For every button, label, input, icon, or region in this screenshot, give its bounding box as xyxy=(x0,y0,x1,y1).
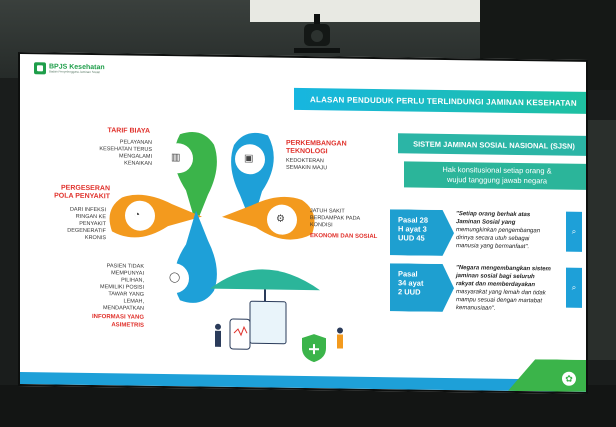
search-icon: ⌕ xyxy=(571,226,577,236)
reason-body-informasi: PASIEN TIDAK MEMPUNYAI PILIHAN, MEMILIKI… xyxy=(80,263,144,313)
sjsn-banner: SISTEM JAMINAN SOSIAL NASIONAL (SJSN) xyxy=(398,133,588,156)
briefcase-icon: ▣ xyxy=(244,153,254,165)
quote-line: manusia yang bermanfaat". xyxy=(456,243,530,251)
quote-line: kemanusiaan". xyxy=(456,305,496,312)
reason-body-ekonomi: JATUH SAKIT BERDAMPAK PADA KONDISI xyxy=(310,208,372,230)
reason-body-line: KENAIKAN xyxy=(124,160,152,167)
hak-line: wujud tanggung jawab negara xyxy=(446,174,548,186)
pie-icon: ◔ xyxy=(134,209,141,221)
gear-icon: ⚙ xyxy=(276,213,285,225)
pasal-34-search-button[interactable]: ⌕ xyxy=(566,267,582,308)
pasal-28-search-button[interactable]: ⌕ xyxy=(566,211,582,252)
reason-body-pola: DARI INFEKSI RINGAN KE PENYAKIT DEGENERA… xyxy=(44,206,106,242)
wall-light-patch xyxy=(250,0,480,22)
search-icon: ⌕ xyxy=(571,282,577,292)
reason-body-line: KRONIS xyxy=(84,234,106,242)
reasons-diagram xyxy=(109,132,343,363)
projection-screen: BPJS Kesehatan Badan Penyelenggara Jamin… xyxy=(18,52,588,394)
chart-icon: ▥ xyxy=(171,152,181,164)
side-panel xyxy=(588,120,616,360)
reason-head-informasi: INFORMASI YANG ASIMETRIS xyxy=(91,314,144,329)
bulb-icon: ◯ xyxy=(169,272,181,284)
reason-body-teknologi: KEDOKTERAN SEMAKIN MAJU xyxy=(286,158,346,173)
reason-head-ekonomi: EKONOMI DAN SOSIAL xyxy=(310,233,378,241)
pasal-28-quote: "Setiap orang berhak atas Jaminan Sosial… xyxy=(456,210,568,252)
pasal-34-quote: "Negara mengembangkan sistem jaminan sos… xyxy=(456,264,568,314)
reason-body-line: MENDAPATKAN xyxy=(102,305,144,312)
pasal-34-badge: Pasal 34 ayat 2 UUD xyxy=(390,263,454,312)
reason-head-pola: PERGESERAN POLA PENYAKIT xyxy=(54,184,110,201)
reason-head-teknologi: PERKEMBANGAN TEKNOLOGI xyxy=(286,139,347,156)
reason-body-line: SEMAKIN MAJU xyxy=(286,164,328,172)
reason-body-tarif: PELAYANAN KESEHATAN TERUS MENGALAMI KENA… xyxy=(82,139,152,168)
pasal-28-badge: Pasal 28 H ayat 3 UUD 45 xyxy=(390,209,454,256)
pasal-line: UUD 45 xyxy=(398,233,425,243)
projector-icon xyxy=(294,14,340,53)
hak-box: Hak konsitusional setiap orang & wujud t… xyxy=(404,161,588,190)
footer-logo-icon: ✿ xyxy=(562,371,576,386)
reason-body-line: KONDISI xyxy=(310,222,333,229)
reason-head-tarif: TARIF BIAYA xyxy=(107,127,150,135)
pasal-line: 2 UUD xyxy=(398,287,421,297)
